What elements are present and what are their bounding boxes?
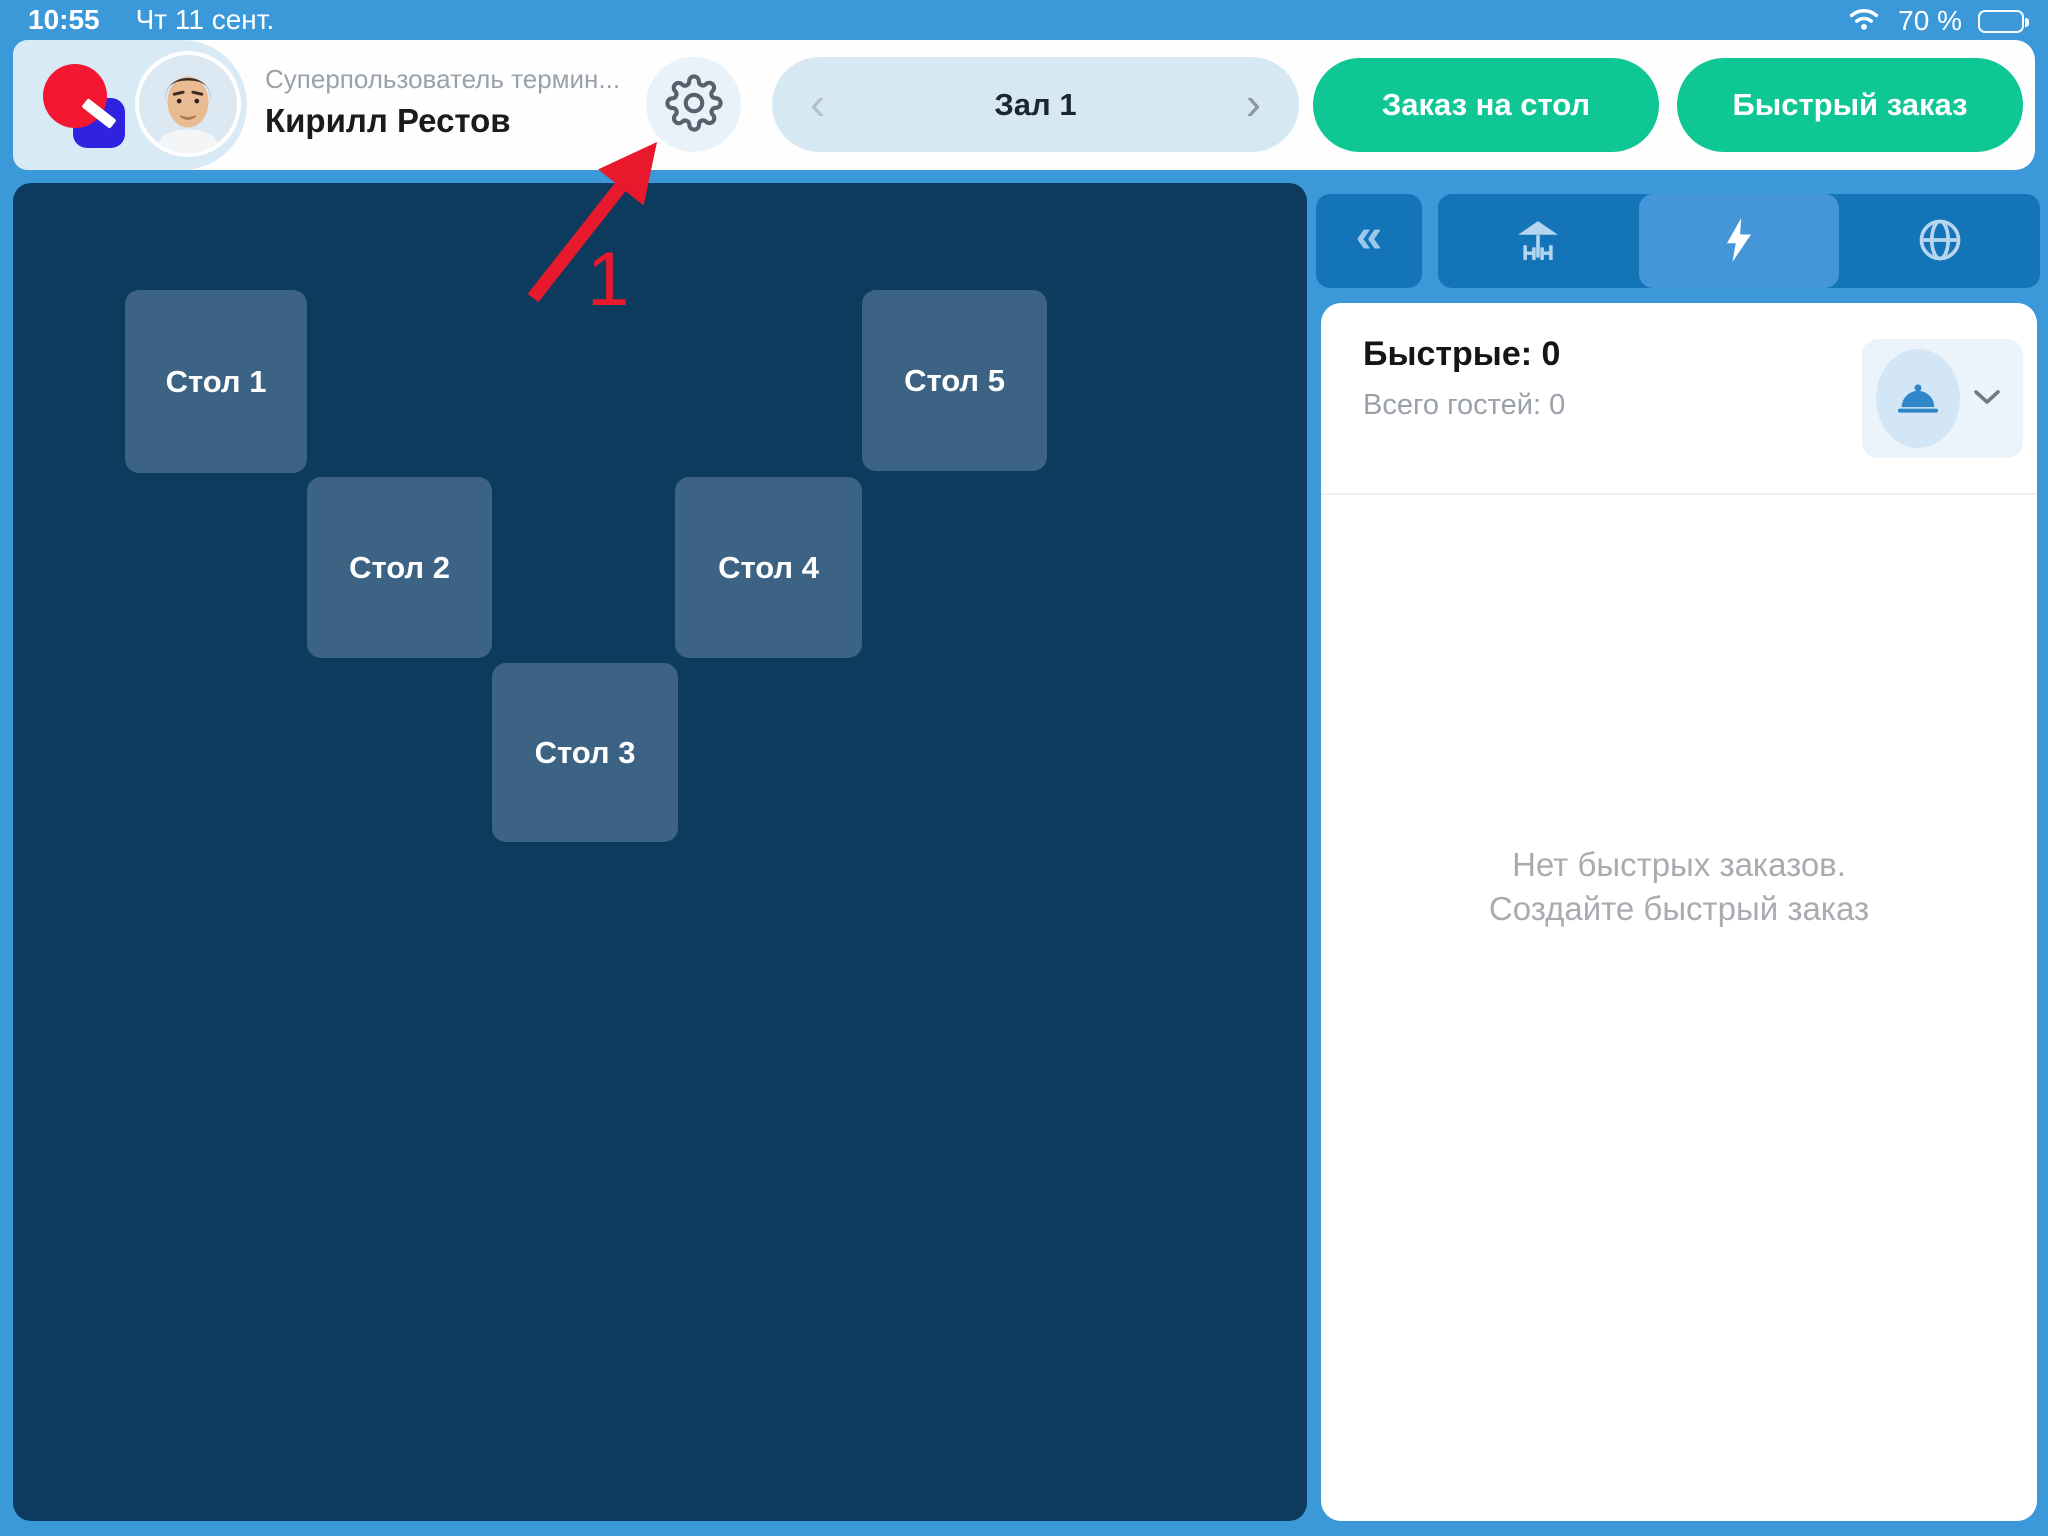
empty-state-message: Нет быстрых заказов. Создайте быстрый за… (1488, 846, 1870, 927)
guests-total-label: Всего гостей: 0 (1363, 389, 1566, 421)
hall-label: Зал 1 (994, 86, 1077, 122)
terrace-table-icon (1515, 217, 1561, 266)
panel-divider (1321, 493, 2037, 495)
quick-order-button[interactable]: Быстрый заказ (1677, 58, 2023, 152)
collapse-panel-button[interactable]: « (1316, 194, 1422, 288)
floor-plan: Стол 1 Стол 2 Стол 3 Стол 4 Стол 5 (13, 183, 1307, 1521)
lightning-bolt-icon (1722, 216, 1756, 267)
wifi-icon (1846, 4, 1882, 38)
panel-tabs (1438, 194, 2040, 288)
status-time: 10:55 (28, 4, 100, 35)
quick-orders-panel: Быстрые: 0 Всего гостей: 0 Нет быстрых з… (1321, 303, 2037, 1521)
serve-filter-button[interactable] (1862, 339, 2023, 458)
hall-selector[interactable]: ‹ Зал 1 › (772, 57, 1299, 152)
table-2[interactable]: Стол 2 (307, 477, 492, 658)
user-avatar[interactable] (135, 51, 241, 157)
table-5[interactable]: Стол 5 (862, 290, 1047, 471)
status-bar: 10:55 Чт 11 сент. 70 % (0, 0, 2048, 40)
tab-hall-tables[interactable] (1438, 194, 1639, 288)
table-3[interactable]: Стол 3 (492, 663, 678, 842)
settings-button[interactable] (646, 57, 741, 152)
gear-icon (664, 74, 723, 135)
double-chevron-left-icon: « (1355, 209, 1383, 263)
user-name-label: Кирилл Рестов (265, 102, 511, 139)
tab-quick-orders[interactable] (1638, 194, 1840, 288)
table-1[interactable]: Стол 1 (125, 290, 307, 473)
user-info[interactable]: Суперпользователь термин... Кирилл Ресто… (265, 64, 620, 140)
globe-icon (1916, 216, 1964, 267)
tab-delivery[interactable] (1839, 194, 2040, 288)
battery-icon (1978, 9, 2029, 33)
cloche-icon (1876, 349, 1960, 448)
hall-prev-button[interactable]: ‹ (810, 76, 826, 129)
app-logo-icon (43, 64, 127, 148)
table-4[interactable]: Стол 4 (675, 477, 862, 658)
status-date: Чт 11 сент. (135, 4, 275, 35)
user-role-label: Суперпользователь термин... (265, 64, 621, 94)
chevron-down-icon (1972, 387, 2002, 410)
hall-next-button[interactable]: › (1245, 76, 1261, 129)
table-order-button[interactable]: Заказ на стол (1313, 58, 1659, 152)
quick-orders-title: Быстрые: 0 (1363, 335, 1561, 373)
battery-percent: 70 % (1898, 5, 1962, 36)
app-header: Суперпользователь термин... Кирилл Ресто… (13, 40, 2035, 170)
